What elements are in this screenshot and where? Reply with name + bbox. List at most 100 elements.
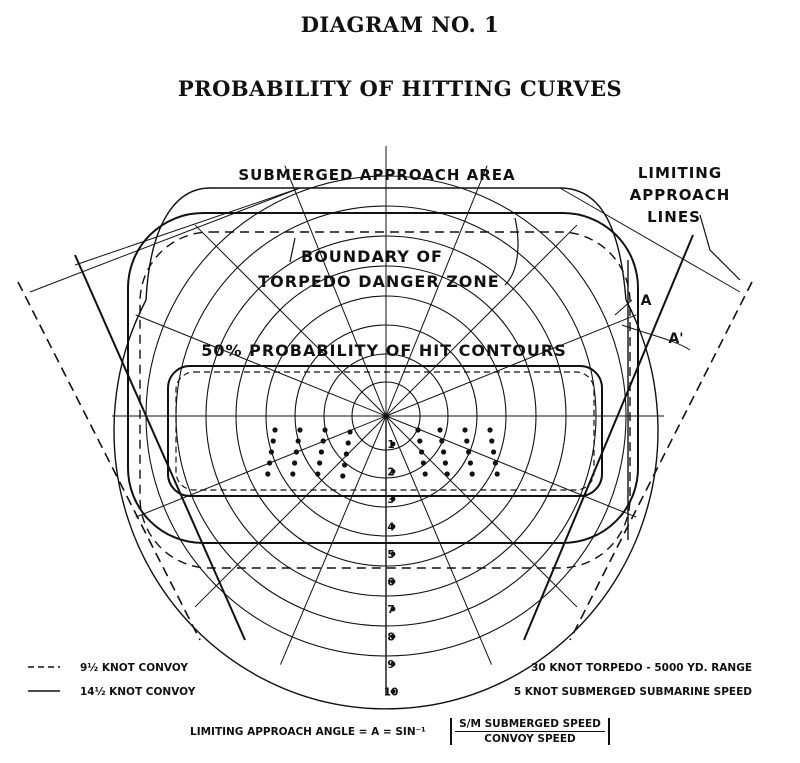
range-mark-dot (390, 469, 396, 474)
hit-dot (419, 449, 425, 455)
hit-dot (317, 460, 323, 466)
hit-dot (467, 460, 473, 466)
hit-dot (420, 460, 426, 466)
bearing-line (194, 224, 387, 417)
hit-dot (442, 460, 448, 466)
hit-dot (462, 427, 468, 433)
diagram-title: DIAGRAM NO. 1 (300, 12, 500, 37)
legend-solid-label: 14½ KNOT CONVOY (80, 686, 196, 698)
bearing-line (284, 165, 387, 417)
diagram-geometry (17, 146, 753, 710)
angle-a-prime-arc (621, 324, 691, 351)
hit-dot (489, 438, 495, 444)
hit-dot (292, 460, 298, 466)
range-mark-label: 2 (387, 467, 394, 479)
boundary-callout-right (504, 217, 519, 286)
hit-dot (267, 460, 273, 466)
hit-dot (272, 427, 278, 433)
limiting-line-dashed-right (569, 281, 753, 641)
hit-dot (293, 449, 299, 455)
hit-dot (290, 471, 296, 477)
boundary-callout-left (289, 237, 296, 263)
hit-dot (295, 438, 301, 444)
hit-dot (343, 451, 349, 457)
range-mark-label: 7 (387, 604, 394, 616)
hit-dot (297, 427, 303, 433)
angle-a-prime-label: A' (668, 331, 683, 347)
hit-dot (322, 427, 328, 433)
range-mark-label: 5 (387, 549, 394, 561)
hit-dot (265, 471, 271, 477)
hit-dot (422, 471, 428, 477)
limiting-lines-label-1: LIMITING (638, 164, 722, 182)
bearing-line (385, 165, 488, 417)
hit-contour-dashed (175, 371, 595, 491)
range-mark-label: 3 (387, 494, 394, 506)
hit-dot (464, 438, 470, 444)
hit-dot (469, 471, 475, 477)
formula-fraction: S/M SUBMERGED SPEED CONVOY SPEED (450, 718, 610, 745)
hit-dot (444, 471, 450, 477)
formula-lhs: LIMITING APPROACH ANGLE = A = SIN⁻¹ (190, 726, 426, 738)
bearing-line (385, 415, 578, 608)
range-mark-dot (390, 496, 396, 502)
hit-dot (270, 438, 276, 444)
hit-dot (437, 427, 443, 433)
hit-dot (315, 471, 321, 477)
approach-angle-formula: LIMITING APPROACH ANGLE = A = SIN⁻¹ S/M … (190, 718, 610, 758)
bearing-line (194, 415, 387, 608)
hit-dot (268, 449, 274, 455)
range-mark-dot (390, 606, 396, 612)
limiting-line-dashed-left (17, 281, 201, 641)
range-mark-label: 6 (387, 577, 394, 589)
hit-dot (491, 449, 497, 455)
range-mark-dot (390, 441, 396, 447)
outer-arc (113, 299, 659, 710)
range-mark-label: 4 (387, 522, 394, 534)
hit-dot (439, 438, 445, 444)
hit-dot (318, 449, 324, 455)
range-mark-label: 9 (387, 659, 394, 671)
range-mark-label: 8 (387, 632, 394, 644)
range-mark-dot (390, 661, 396, 667)
range-mark-label: 10 (384, 687, 399, 699)
hit-dot (494, 471, 500, 477)
tangent-arrow-left-dashed (29, 187, 301, 293)
tangent-arrow-left-solid (74, 187, 301, 266)
limiting-lines-label-2: APPROACH (630, 186, 731, 204)
danger-zone-solid (127, 212, 639, 544)
hit-dot (487, 427, 493, 433)
limiting-lines-label-3: LINES (647, 208, 701, 226)
formula-numerator: S/M SUBMERGED SPEED (455, 718, 605, 732)
hit-dot (466, 449, 472, 455)
limiting-lines-callout (699, 214, 741, 281)
hit-dot (345, 440, 351, 446)
range-scale: 1 2 3 4 5 6 7 8 9 10 (384, 439, 399, 699)
angle-a-arc (614, 299, 633, 316)
formula-denominator: CONVOY SPEED (484, 733, 576, 745)
range-mark-dot (390, 689, 396, 694)
range-mark-label: 1 (387, 439, 394, 451)
hit-dot (320, 438, 326, 444)
submerged-area-cap (145, 187, 627, 301)
limiting-line-solid-right (523, 234, 694, 641)
tangent-arrow-right (559, 187, 741, 293)
boundary-label-1: BOUNDARY OF (301, 247, 443, 266)
contours-label: 50% PROBABILITY OF HIT CONTOURS (201, 341, 566, 360)
angle-a-label: A (641, 293, 652, 309)
hit-dot (342, 462, 348, 468)
range-mark-dot (390, 524, 396, 529)
bearing-line (385, 415, 492, 665)
hit-dot (492, 460, 498, 466)
bearing-line (135, 415, 387, 518)
bearing-line (385, 224, 578, 417)
hit-dot (417, 438, 423, 444)
legend-dashed-label: 9½ KNOT CONVOY (80, 662, 188, 674)
range-mark-dot (390, 551, 396, 557)
limiting-line-solid-left (74, 254, 246, 641)
hit-dot (441, 449, 447, 455)
diagram-subtitle: PROBABILITY OF HITTING CURVES (177, 76, 623, 101)
hit-contour-solid-outer (167, 365, 603, 497)
